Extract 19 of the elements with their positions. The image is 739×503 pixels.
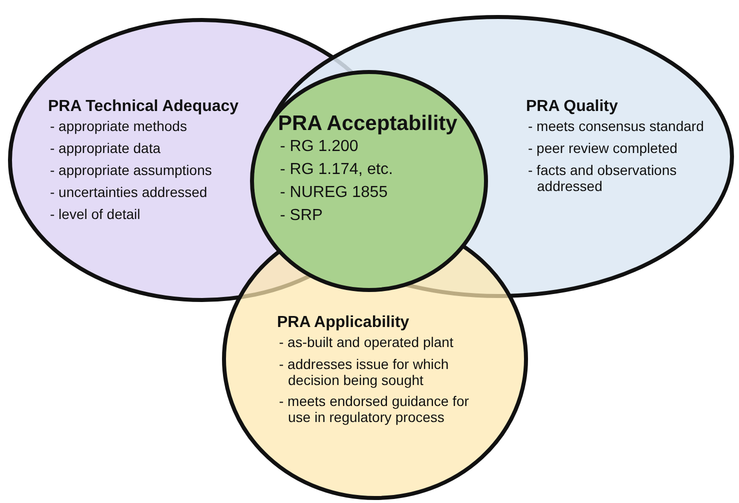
list-item: - as-built and operated plant bbox=[279, 334, 454, 350]
list-item: - meets endorsed guidance for use in regulatory process bbox=[279, 393, 470, 426]
list-item: - addresses issue for which decision being sought bbox=[279, 356, 450, 388]
list-item: - SRP bbox=[280, 207, 324, 226]
list-item: - appropriate methods bbox=[50, 118, 188, 134]
circle-heading: PRA Acceptability bbox=[278, 112, 458, 136]
list-item: - peer review completed bbox=[528, 140, 678, 156]
list-item: - facts and observations addressed bbox=[528, 162, 678, 194]
list-item: - RG 1.174, etc. bbox=[280, 161, 394, 180]
circle-heading: PRA Quality bbox=[526, 98, 618, 116]
circle-heading: PRA Technical Adequacy bbox=[48, 98, 239, 116]
circle-heading: PRA Applicability bbox=[277, 314, 410, 332]
list-item: - RG 1.200 bbox=[280, 138, 360, 156]
list-item: - appropriate data bbox=[50, 140, 162, 156]
list-item: - NUREG 1855 bbox=[280, 184, 389, 202]
list-item: - uncertainties addressed bbox=[50, 184, 208, 200]
list-item: - appropriate assumptions bbox=[50, 162, 213, 178]
list-item: - meets consensus standard bbox=[528, 118, 705, 134]
list-item: - level of detail bbox=[50, 206, 142, 222]
